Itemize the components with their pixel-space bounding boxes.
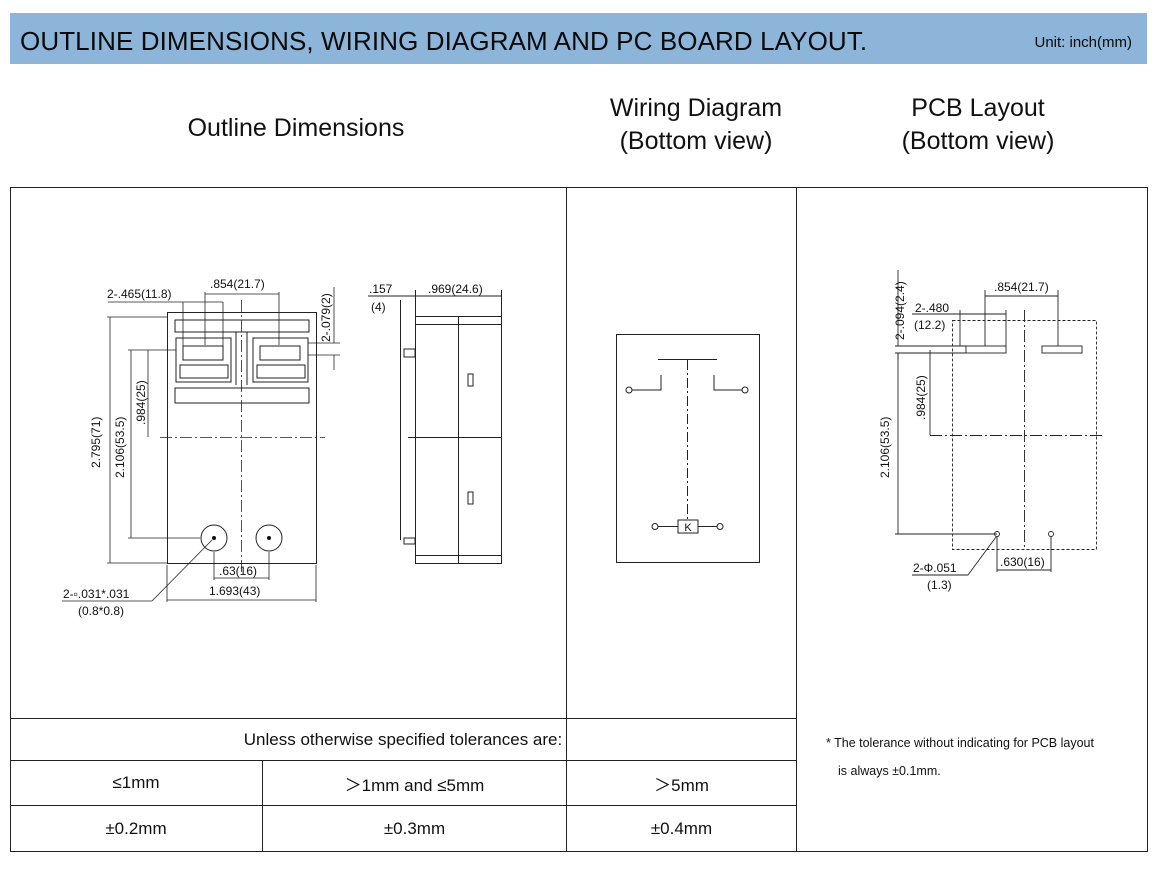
tol-value-1: ±0.2mm [105,818,167,838]
unit-label: Unit: inch(mm) [1034,34,1132,51]
pcb-heading-line1: PCB Layout [911,94,1045,122]
dim-984: .984(25) [134,380,148,425]
dim-pin-size: 2-▫.031*.031 [63,587,130,601]
pcb-dim-630: .630(16) [1000,555,1045,569]
mid-bar [174,387,310,404]
terminal-left-base [179,364,229,379]
side-tab-top [403,348,416,358]
pcb-dim-094: 2-.094(2.4) [893,281,907,340]
pcb-dim-2106: 2.106(53.5) [878,417,892,478]
terminal-right [252,337,309,383]
outline-dim-texts: 2-.465(11.8) .854(21.7) 2-.079(2) .157 (… [63,277,483,618]
pcb-dim-480: 2-.480 [915,301,949,315]
tol-range-2: ＞1mm and ≤5mm [344,775,485,795]
pcb-slot-left [965,345,1007,354]
pin-left [200,524,228,552]
outline-side-view [368,290,502,564]
tol-range-3: ＞5mm [654,775,709,795]
pcb-dim-hole-mm: (1.3) [927,578,952,592]
pcb-hole-right [1048,531,1054,537]
page-title: OUTLINE DIMENSIONS, WIRING DIAGRAM AND P… [20,26,868,56]
pcb-dim-984: .984(25) [914,375,928,420]
pin-right [255,524,283,552]
terminal-right-slot [259,345,301,361]
top-bar [174,319,310,333]
coil-label: K [684,522,692,534]
pcb-slot-right [1041,345,1083,354]
dim-2795: 2.795(71) [89,417,103,468]
outline-heading: Outline Dimensions [0,112,592,145]
contact-right [713,375,742,391]
terminal-right-dot [741,386,749,394]
terminal-left [175,337,232,383]
wiring-heading-line2: (Bottom view) [619,127,773,155]
dim-63: .63(16) [219,564,257,578]
dim-2106: 2.106(53.5) [113,417,127,478]
side-window-lower [467,491,474,505]
frame-grid [10,187,1148,852]
dim-157: .157 [369,282,393,296]
pcb-dim-854: .854(21.7) [994,280,1049,294]
wiring-box [616,334,760,563]
header-banner [10,13,1147,64]
pin-dots [212,536,271,540]
pcb-dim-hole: 2-Φ.051 [913,561,957,575]
tolerance-caption: Unless otherwise specified tolerances ar… [243,729,563,749]
tol-range-1: ≤1mm [112,773,160,792]
dim-4: (4) [371,300,386,314]
dim-969: .969(24.6) [428,282,483,296]
tol-value-3: ±0.4mm [650,818,713,838]
coil-terminal-left [651,523,659,530]
wiring-diagram [616,334,760,563]
wiring-heading-line1: Wiring Diagram [609,94,783,122]
coil-terminal-right [716,523,724,530]
dim-465: 2-.465(11.8) [107,287,171,301]
tol-value-2: ±0.3mm [383,818,446,838]
pcb-note-line1: * The tolerance without indicating for P… [826,736,1094,750]
terminal-left-dot [625,386,633,394]
center-rib [235,332,248,385]
pcb-heading: PCB Layout (Bottom view) [838,92,1118,158]
terminal-right-base [256,364,306,379]
side-window-upper [467,373,474,387]
dim-pin-size-mm: (0.8*0.8) [78,604,124,618]
outline-dim-lines [62,287,340,602]
pcb-layout [895,270,1105,576]
pcb-heading-line2: (Bottom view) [901,127,1055,155]
outline-centerlines [160,300,325,575]
dim-854: .854(21.7) [210,277,265,291]
contact-left [632,375,662,391]
relay-body-outline [167,312,317,564]
pcb-note-line2: is always ±0.1mm. [838,764,941,778]
dim-079: 2-.079(2) [319,293,333,342]
wiring-heading: Wiring Diagram (Bottom view) [566,92,826,158]
outline-heading-text: Outline Dimensions [187,114,405,142]
pcb-dim-texts: 2-.094(2.4) 2-.480 (12.2) .854(21.7) .98… [878,280,1049,592]
dim-1693: 1.693(43) [209,584,260,598]
pcb-dim-122: (12.2) [914,318,945,332]
outer-frame [10,187,1148,852]
terminal-left-slot [182,345,224,361]
side-tab-bottom [403,537,416,545]
outline-front-view [167,312,317,564]
